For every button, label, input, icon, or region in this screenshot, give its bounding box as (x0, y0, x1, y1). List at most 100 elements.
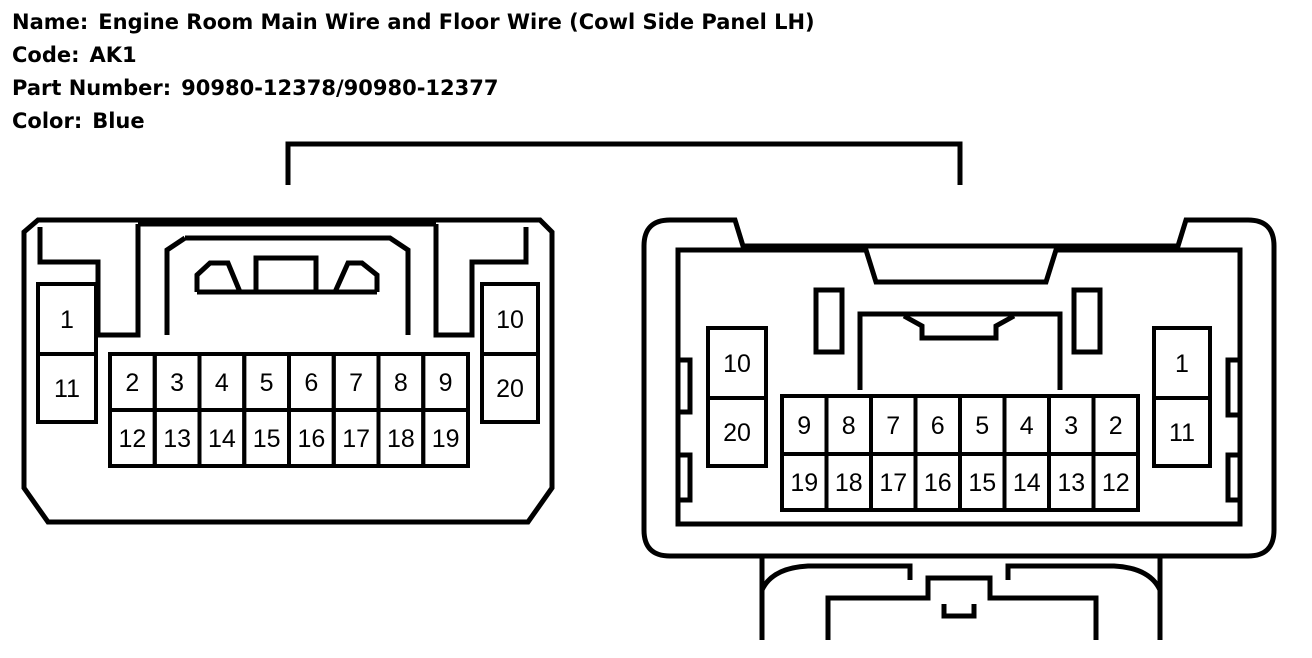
pin-number: 12 (118, 425, 146, 453)
pin-right-12: 12 (1091, 452, 1140, 512)
pin-right-side-11: 11 (1152, 396, 1212, 468)
pin-number: 7 (886, 412, 900, 440)
pin-number: 18 (387, 425, 415, 453)
part-number-label: Part Number: (12, 76, 172, 100)
pin-number: 19 (790, 469, 818, 497)
pin-right-14: 14 (1002, 452, 1051, 512)
pin-left-side-10: 10 (480, 282, 540, 356)
pin-number: 13 (163, 425, 191, 453)
pin-left-8: 8 (376, 352, 426, 412)
pin-number: 12 (1102, 469, 1130, 497)
right-connector-housing (641, 217, 1277, 640)
pin-number: 15 (253, 425, 281, 453)
pin-number: 5 (975, 412, 989, 440)
pin-number: 16 (297, 425, 325, 453)
pin-right-side-10: 10 (706, 326, 768, 400)
pin-cell-border (36, 352, 98, 424)
name-row: Name: Engine Room Main Wire and Floor Wir… (12, 6, 815, 39)
pin-left-side-1: 1 (36, 282, 98, 356)
pin-left-side-20: 20 (480, 352, 540, 424)
pin-left-5: 5 (242, 352, 291, 412)
pin-number: 3 (1064, 412, 1078, 440)
pin-right-5: 5 (958, 394, 1007, 456)
pin-right-15: 15 (958, 452, 1007, 512)
color-row: Color: Blue (12, 105, 815, 138)
pin-right-3: 3 (1047, 394, 1096, 456)
pin-number: 8 (842, 412, 856, 440)
pin-cell-border (480, 352, 540, 424)
pin-number: 2 (1109, 412, 1123, 440)
pin-right-19: 19 (780, 452, 829, 512)
pin-number: 13 (1057, 469, 1085, 497)
pin-cell-border (1091, 452, 1140, 512)
pin-right-16: 16 (913, 452, 962, 512)
pin-number: 8 (394, 369, 408, 397)
pin-left-2: 2 (108, 352, 157, 412)
name-label: Name: (12, 10, 89, 34)
pin-left-3: 3 (152, 352, 202, 412)
pin-number: 20 (496, 375, 524, 403)
color-label: Color: (12, 109, 83, 133)
connector-info: Name: Engine Room Main Wire and Floor Wir… (12, 6, 815, 138)
pin-left-15: 15 (242, 408, 291, 468)
pin-number: 17 (342, 425, 370, 453)
pin-number: 19 (432, 425, 460, 453)
pin-right-6: 6 (913, 394, 962, 456)
pin-left-7: 7 (331, 352, 381, 412)
pin-left-12: 12 (108, 408, 157, 468)
pin-number: 6 (931, 412, 945, 440)
pin-right-18: 18 (824, 452, 873, 512)
pin-left-17: 17 (331, 408, 381, 468)
pin-right-17: 17 (869, 452, 918, 512)
pin-right-side-1: 1 (1152, 326, 1212, 400)
pin-right-8: 8 (824, 394, 873, 456)
pin-left-14: 14 (197, 408, 247, 468)
pin-number: 10 (496, 306, 524, 334)
pin-right-9: 9 (780, 394, 829, 456)
pin-number: 20 (723, 419, 751, 447)
pin-cell-border (421, 408, 470, 468)
name-value: Engine Room Main Wire and Floor Wire (Co… (98, 10, 815, 34)
pin-number: 4 (215, 369, 229, 397)
pin-left-9: 9 (421, 352, 470, 412)
pin-right-7: 7 (869, 394, 918, 456)
pin-cell-border (1152, 396, 1212, 468)
pin-right-4: 4 (1002, 394, 1051, 456)
pin-right-side-20: 20 (706, 396, 768, 468)
part-number-row: Part Number: 90980-12378/90980-12377 (12, 72, 815, 105)
pin-left-side-11: 11 (36, 352, 98, 424)
color-value: Blue (92, 109, 145, 133)
pin-number: 9 (439, 369, 453, 397)
pin-number: 3 (170, 369, 184, 397)
pin-number: 10 (723, 350, 751, 378)
pin-number: 1 (60, 306, 74, 334)
pin-number: 15 (968, 469, 996, 497)
pin-number: 1 (1175, 350, 1189, 378)
pin-number: 9 (797, 412, 811, 440)
pin-right-13: 13 (1047, 452, 1096, 512)
pin-left-16: 16 (287, 408, 336, 468)
pin-number: 6 (304, 369, 318, 397)
pin-number: 11 (54, 375, 80, 403)
left-connector-housing (21, 217, 555, 525)
code-value: AK1 (89, 43, 137, 67)
pin-left-13: 13 (152, 408, 202, 468)
pin-number: 14 (208, 425, 236, 453)
code-label: Code: (12, 43, 80, 67)
pin-number: 18 (835, 469, 863, 497)
pin-number: 7 (349, 369, 363, 397)
pin-number: 5 (260, 369, 274, 397)
pin-left-6: 6 (287, 352, 336, 412)
code-row: Code: AK1 (12, 39, 815, 72)
pin-left-18: 18 (376, 408, 426, 468)
pin-number: 4 (1020, 412, 1034, 440)
pin-number: 16 (924, 469, 952, 497)
pin-left-4: 4 (197, 352, 247, 412)
part-number-value: 90980-12378/90980-12377 (181, 76, 499, 100)
pin-right-2: 2 (1091, 394, 1140, 456)
pin-cell-border (706, 396, 768, 468)
mating-bracket (285, 141, 963, 185)
pin-number: 14 (1013, 469, 1041, 497)
